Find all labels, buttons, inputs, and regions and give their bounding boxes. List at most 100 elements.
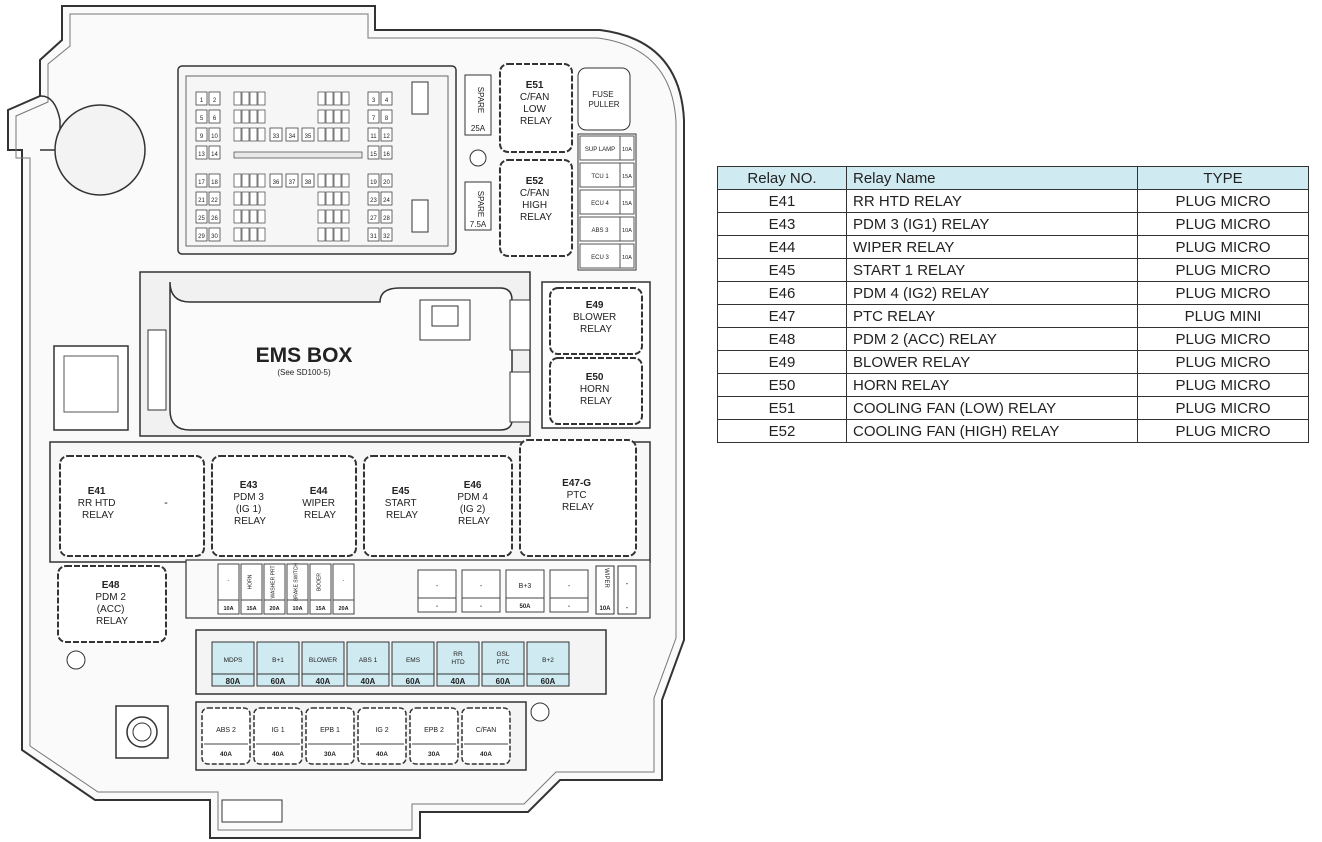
micro-fuse-slot <box>341 127 350 142</box>
micro-fuse <box>380 127 393 142</box>
mega-fuse-name: MDPS <box>224 657 243 664</box>
mount-hole-bottom <box>530 702 550 722</box>
micro-fuse-slot <box>317 127 326 142</box>
micro-fuse-slot <box>249 227 258 242</box>
micro-fuse <box>269 173 283 188</box>
svg-text:E41 RR HTD RELAY: E41 RR HTD RELAY <box>78 486 119 521</box>
fuse-puller-line-1: FUSE <box>592 90 613 99</box>
mid-fuse-name: B+3 <box>519 583 532 590</box>
ems-latch-left <box>147 329 167 411</box>
cell-relay-no: E50 <box>717 373 847 397</box>
relay-e45-line-3: RELAY <box>386 510 418 521</box>
micro-fuse-label: 11 <box>370 134 377 140</box>
relay-e41-line-2: RR HTD <box>78 498 116 509</box>
mid-fuse <box>549 569 589 613</box>
micro-fuse-slot <box>341 209 350 224</box>
micro-fuse-slot <box>233 227 242 242</box>
micro-fuse <box>195 145 208 160</box>
micro-fuse <box>367 127 380 142</box>
micro-fuse-slot <box>333 173 342 188</box>
relay-e43-line-3: (IG 1) <box>236 504 262 515</box>
micro-fuse-slot <box>257 91 266 106</box>
micro-fuse-label: 18 <box>211 180 218 186</box>
bottom-fuse-name: EPB 2 <box>424 727 444 734</box>
micro-fuse <box>380 109 393 124</box>
mega-fuse <box>526 641 570 687</box>
cell-relay-name: PTC RELAY <box>846 304 1138 328</box>
micro-fuse <box>195 209 208 224</box>
cell-type: PLUG MICRO <box>1137 281 1309 305</box>
spare-fuse-top <box>464 74 492 136</box>
header-relay-name: Relay Name <box>846 166 1138 190</box>
micro-fuse-slot <box>341 91 350 106</box>
mini-fuse-name: BOOER <box>317 573 323 591</box>
relay-e50-line-3: RELAY <box>580 396 612 407</box>
micro-fuse-slot <box>333 109 342 124</box>
relay-e41-line-3: RELAY <box>82 510 114 521</box>
micro-fuse-slot <box>233 173 242 188</box>
mega-fuse <box>481 641 525 687</box>
cell-type: PLUG MICRO <box>1137 396 1309 420</box>
bottom-fuse-rating: 40A <box>480 751 492 758</box>
micro-fuse-slot <box>325 109 334 124</box>
mini-fuse-rating: 20A <box>338 606 348 612</box>
micro-fuse-slot <box>241 191 250 206</box>
cell-relay-no: E41 <box>717 189 847 213</box>
relay-e44-line-1: E44 <box>310 486 328 497</box>
mega-fuse-rating: 60A <box>541 677 556 686</box>
micro-fuse-label: 30 <box>211 234 218 240</box>
micro-fuse-slot <box>341 109 350 124</box>
relay-e46-line-1: E46 <box>464 480 482 491</box>
micro-fuse-label: 25 <box>198 216 205 222</box>
svg-text:E43 PDM 3 (IG 1) R: E43 PDM 3 (IG 1) RELAY <box>233 480 266 527</box>
micro-fuse-slot <box>249 91 258 106</box>
bottom-fuse <box>409 707 459 765</box>
cell-relay-name: PDM 3 (IG1) RELAY <box>846 212 1138 236</box>
cell-type: PLUG MICRO <box>1137 419 1309 443</box>
micro-fuse-slot <box>241 209 250 224</box>
relay-e46-line-2: PDM 4 <box>457 492 488 503</box>
micro-fuse-block-inner <box>185 75 449 247</box>
relay-e50 <box>549 357 643 425</box>
relay-e52-line-3: HIGH <box>522 200 547 211</box>
micro-fuse <box>195 109 208 124</box>
mega-fuse-name: PTC <box>497 659 510 666</box>
mini-fuse <box>240 563 263 615</box>
micro-fuse <box>208 127 221 142</box>
svg-text:E45 START RELAY: E45 START RELAY <box>385 486 419 521</box>
mid-fuse-name: - <box>480 583 483 590</box>
micro-fuse-slot <box>257 209 266 224</box>
micro-fuse <box>367 209 380 224</box>
micro-fuse <box>195 191 208 206</box>
relay-e47 <box>519 439 637 557</box>
mega-fuse-rating: 40A <box>361 677 376 686</box>
relay-e51-line-2: C/FAN <box>520 92 549 103</box>
mega-fuse <box>391 641 435 687</box>
relay-e49-line-1: E49 <box>586 300 604 311</box>
svg-text:E52 C/FAN HIGH REL: E52 C/FAN HIGH RELAY <box>520 176 552 223</box>
bottom-clip <box>221 799 283 823</box>
relay-e48-line-4: RELAY <box>96 616 128 627</box>
micro-fuse <box>367 191 380 206</box>
micro-fuse-slot <box>249 173 258 188</box>
spare-fuse-bottom-rating: 7.5A <box>470 220 487 229</box>
mega-fuse-name: B+2 <box>542 657 554 664</box>
micro-fuse <box>380 145 393 160</box>
cell-relay-no: E46 <box>717 281 847 305</box>
relay-e51-line-1: E51 <box>526 80 544 91</box>
micro-fuse-label: 9 <box>200 134 204 140</box>
relay-e43-e44 <box>211 455 357 557</box>
mega-fuse-rating: 60A <box>271 677 286 686</box>
relay-e44-line-2: WIPER <box>302 498 335 509</box>
relay-table-header-row: Relay NO. Relay Name TYPE <box>717 166 1309 190</box>
left-connector-inner <box>63 355 119 413</box>
micro-fuse-slot <box>317 91 326 106</box>
ems-box-subtitle: (See SD100-5) <box>277 368 331 377</box>
micro-fuse-slot <box>325 127 334 142</box>
bottom-fuse-name: IG 2 <box>375 727 388 734</box>
micro-fuse-label: 6 <box>213 116 217 122</box>
